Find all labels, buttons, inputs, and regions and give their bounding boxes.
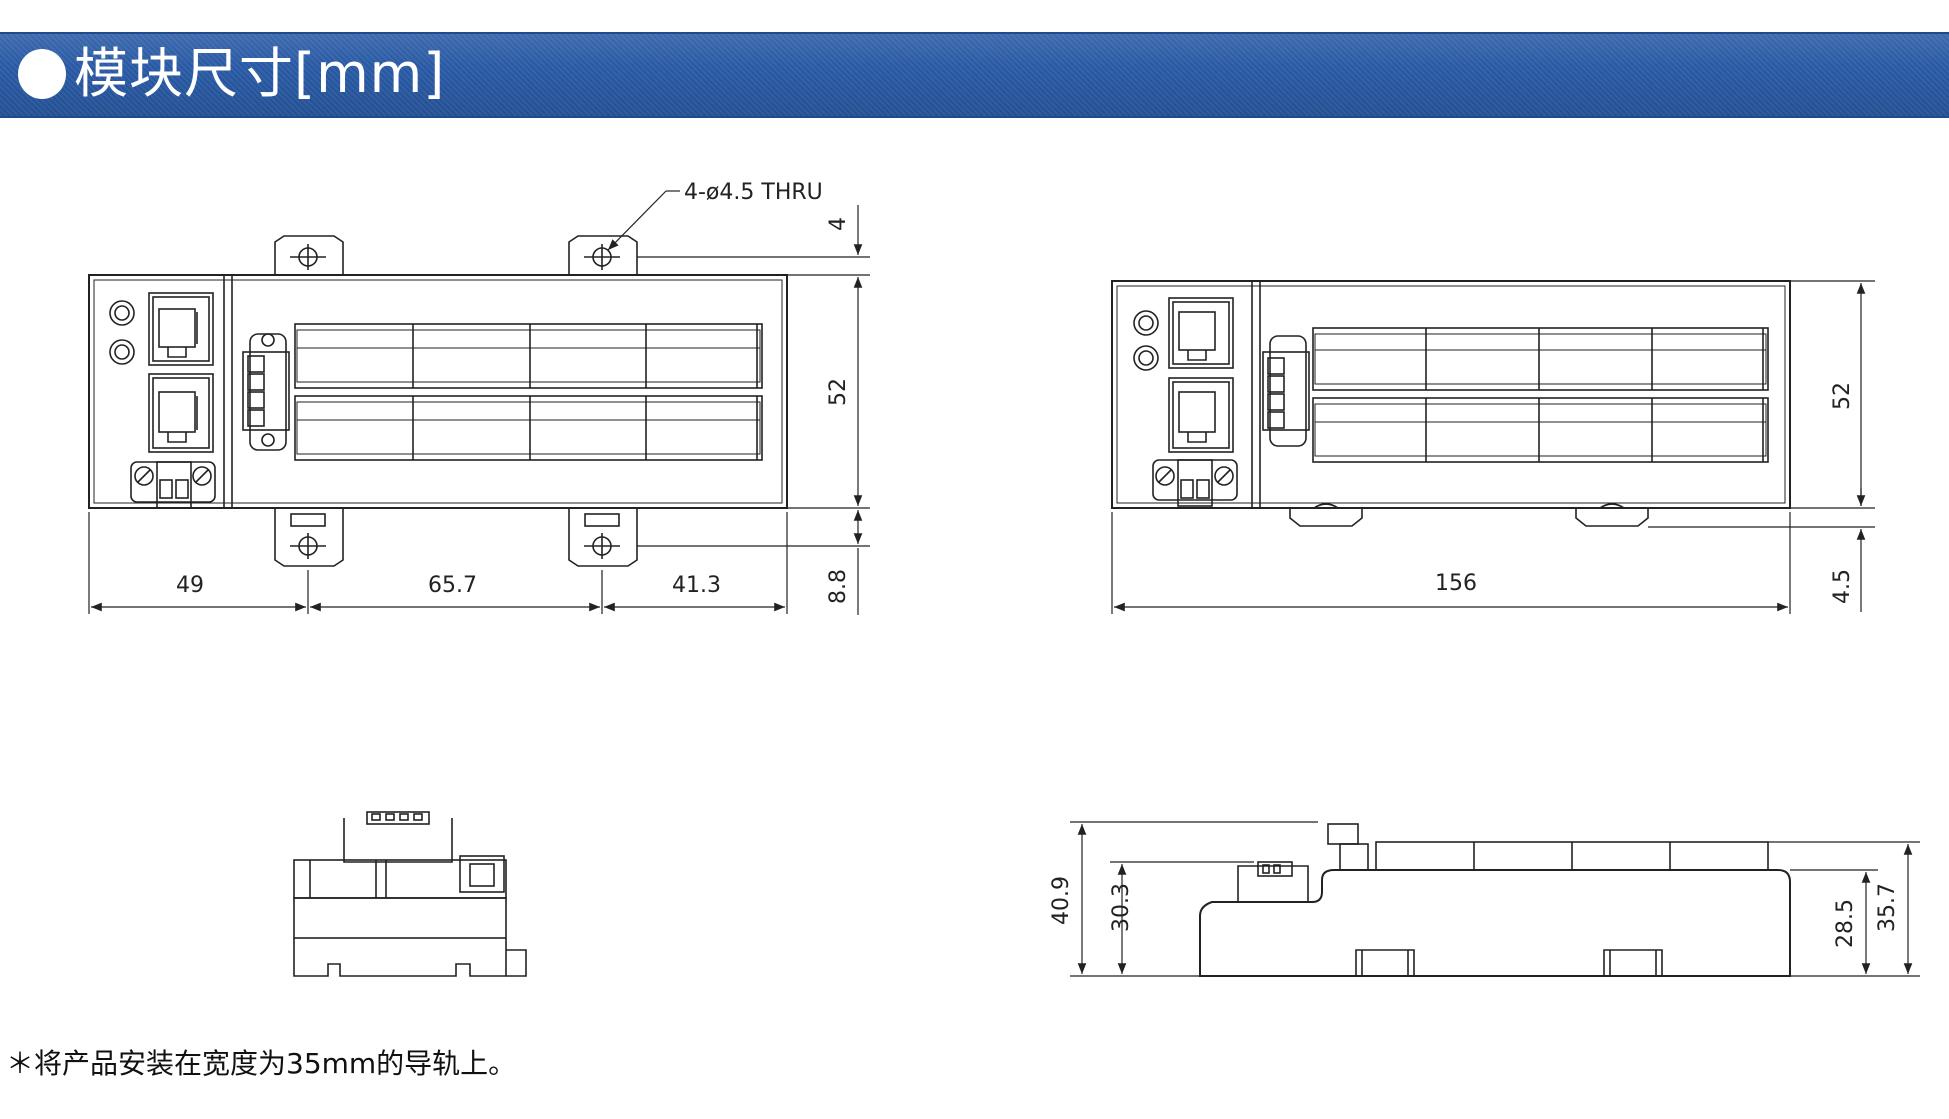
dim-height-label: 52 [826,378,851,406]
section-title: 模块尺寸[mm] [74,42,446,105]
bullet-dot [18,49,66,99]
rail-rotary-switch-2 [1133,345,1159,371]
dim-left-label: 49 [176,573,204,598]
terminal-block-upper [294,323,763,389]
rail-rj45-port-1 [1168,297,1234,369]
four-pin-connector [242,333,290,451]
terminal-block-lower [294,395,763,461]
section-header-banner: 模块尺寸[mm] [0,32,1949,118]
top-view-dimensions [88,190,870,615]
hole-callout-label: 4-ø4.5 THRU [684,180,823,205]
rail-terminal-block-lower [1312,397,1769,463]
rail-dim-width-label: 156 [1435,571,1477,596]
dim-top-offset-label: 4 [826,217,851,231]
din-clip-left [1289,503,1363,527]
dim-right-label: 41.3 [672,573,721,598]
side-view-dimensions [1070,821,1920,977]
rail-dim-height-label: 52 [1830,382,1855,410]
dim-bottom-offset-label: 8.8 [826,569,851,604]
rotary-switch-1 [109,300,135,326]
power-terminal [130,461,216,509]
mounting-tab-bottom-right [568,508,638,567]
dim-middle-label: 65.7 [428,573,477,598]
rj45-port-1 [148,292,214,366]
rail-terminal-block-upper [1312,327,1769,391]
rail-rotary-switch-1 [1133,310,1159,336]
rj45-port-2 [148,373,214,453]
side-view [1199,823,1791,977]
side-dim-body-height-label: 28.5 [1833,899,1858,948]
rail-view [1111,280,1791,527]
side-dim-total-height-label: 40.9 [1049,876,1074,925]
side-dim-connector-height-label: 30.3 [1109,883,1134,932]
rail-power-terminal [1152,459,1238,507]
din-clip-right [1575,503,1649,527]
mounting-tab-bottom-left [274,508,344,567]
mounting-footnote: ＊将产品安装在宽度为35mm的导轨上。 [6,1047,517,1080]
module-body-outline [88,274,788,509]
side-dim-overall-height-label: 35.7 [1875,883,1900,932]
mounting-tab-top-left [274,235,344,275]
end-view [293,811,527,977]
top-view [88,235,788,567]
mounting-tab-top-right [568,235,638,275]
rotary-switch-2 [109,339,135,365]
rail-view-dimensions [1111,280,1875,614]
rail-module-body-outline [1111,280,1791,509]
rail-rj45-port-2 [1168,377,1234,453]
rail-four-pin-connector [1262,335,1310,447]
rail-dim-bottom-offset-label: 4.5 [1830,569,1855,604]
